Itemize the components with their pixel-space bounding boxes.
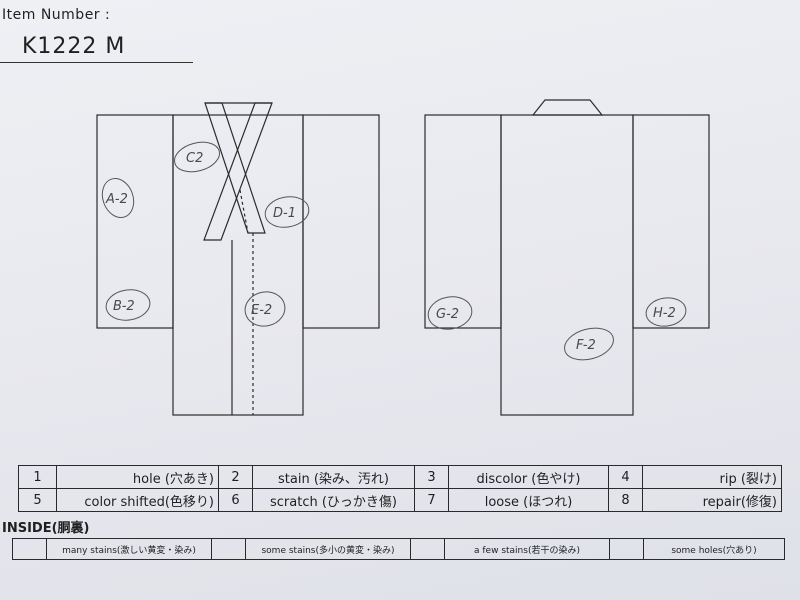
inside-title: INSIDE(胴裏) [2, 521, 90, 536]
inside-label: many stains(激しい黄変・染み) [46, 538, 212, 560]
mark-e2-text: E-2 [251, 303, 272, 318]
front-collar-right [203, 102, 273, 241]
mark-a2-text: A-2 [105, 192, 128, 207]
defect-row: 1 hole (穴あき) 2 stain (染み、汚れ) 3 discolor … [18, 465, 782, 489]
defect-num: 6 [218, 488, 253, 512]
mark-c2-text: C2 [186, 151, 203, 166]
mark-b2-circle [105, 289, 151, 321]
item-number-label: Item Number : [2, 7, 111, 23]
mark-g2-text: G-2 [436, 307, 459, 322]
mark-c2-circle [173, 141, 221, 173]
defect-label: rip (裂け) [642, 465, 782, 489]
defect-num: 1 [18, 465, 57, 489]
defect-legend-table: 1 hole (穴あき) 2 stain (染み、汚れ) 3 discolor … [18, 465, 782, 512]
inside-checkbox-cell [410, 538, 445, 560]
mark-e2-circle [244, 291, 286, 327]
mark-g2-circle [427, 296, 473, 330]
back-left-sleeve [424, 114, 502, 329]
kimono-back-outline [424, 99, 710, 416]
front-left-sleeve [96, 114, 174, 329]
inside-checkbox-cell [211, 538, 246, 560]
mark-a2-circle [101, 178, 135, 218]
kimono-diagram: C2 A-2 D-1 B-2 E-2 G-2 F-2 H-2 [96, 99, 710, 416]
defect-num: 2 [218, 465, 253, 489]
mark-b2-text: B-2 [113, 299, 135, 314]
defect-label: color shifted(色移り) [56, 488, 219, 512]
back-right-sleeve [632, 114, 710, 329]
inside-label: some holes(穴あり) [643, 538, 785, 560]
mark-h2-text: H-2 [653, 306, 676, 321]
defect-num: 4 [608, 465, 643, 489]
back-collar [531, 99, 604, 116]
defect-label: discolor (色やけ) [448, 465, 609, 489]
inside-condition-table: many stains(激しい黄変・染み) some stains(多小の黄変・… [12, 538, 785, 560]
defect-label: hole (穴あき) [56, 465, 219, 489]
back-body [500, 114, 634, 416]
front-body [172, 114, 304, 416]
inside-checkbox-cell [12, 538, 47, 560]
defect-label: repair(修復) [642, 488, 782, 512]
kimono-front-outline [96, 102, 380, 416]
mark-f2-text: F-2 [576, 338, 596, 353]
inside-row: many stains(激しい黄変・染み) some stains(多小の黄変・… [12, 538, 785, 560]
mark-d1-circle [264, 196, 310, 228]
inside-checkbox-cell [609, 538, 644, 560]
defect-num: 3 [414, 465, 449, 489]
mark-f2-circle [564, 327, 614, 361]
defect-num: 5 [18, 488, 57, 512]
defect-num: 7 [414, 488, 449, 512]
defect-label: loose (ほつれ) [448, 488, 609, 512]
inside-label: some stains(多小の黄変・染み) [245, 538, 411, 560]
item-code: K1222 M [22, 34, 126, 59]
defect-label: stain (染み、汚れ) [252, 465, 415, 489]
mark-h2-circle [645, 297, 687, 327]
defect-row: 5 color shifted(色移り) 6 scratch (ひっかき傷) 7… [18, 488, 782, 512]
defect-label: scratch (ひっかき傷) [252, 488, 415, 512]
mark-d1-text: D-1 [273, 206, 296, 221]
front-right-sleeve [302, 114, 380, 329]
item-number-underline [0, 62, 193, 63]
inside-label: a few stains(若干の染み) [444, 538, 610, 560]
defect-num: 8 [608, 488, 643, 512]
